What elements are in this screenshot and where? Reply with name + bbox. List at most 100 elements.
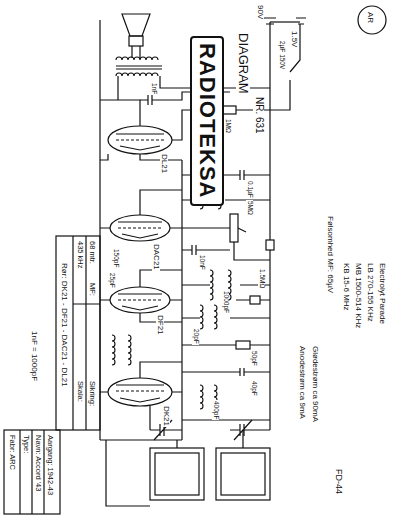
schematic-label: Følsomhed MF: 65µV	[326, 215, 334, 294]
coil-symbol	[214, 305, 217, 329]
wire	[182, 345, 270, 420]
info-box	[56, 236, 100, 430]
wire	[100, 362, 182, 392]
speaker-cone	[122, 14, 150, 36]
wire	[100, 190, 182, 228]
resistor-symbol	[250, 296, 260, 304]
schematic-label: Sikring:	[88, 380, 96, 407]
schematic-label: 1000pF	[222, 290, 229, 314]
schematic-label: Glødestrøm ca 90mA	[311, 345, 319, 423]
tube-grid	[118, 227, 162, 228]
wire	[106, 440, 150, 506]
capacitor-symbol	[240, 345, 270, 376]
coil-symbol	[128, 335, 131, 365]
tube-grid	[116, 139, 164, 140]
schematic-label: 2µF 150V	[278, 40, 285, 70]
wire	[269, 22, 270, 420]
resistor-symbol	[236, 341, 250, 349]
schematic-label: Aargang: 1942-43	[46, 434, 54, 496]
coil-symbol	[116, 73, 158, 76]
schematic-label: 40pF	[250, 380, 257, 397]
tube-grid	[116, 390, 164, 391]
schematic-label: DF21	[156, 314, 164, 336]
frame-antenna	[155, 453, 199, 495]
transformer-core	[116, 66, 162, 69]
schematic-label: Rør: DK21 - DF21 - DAC21 - DL21	[60, 262, 68, 388]
schematic-label: NR. 631	[253, 96, 264, 135]
schematic-label: 435 kHz	[76, 240, 84, 270]
schematic-label: 1.5V	[290, 30, 298, 48]
schematic-label: DIAGRAM	[236, 32, 250, 95]
capacitor-symbol	[182, 245, 230, 255]
tube-dl21	[108, 126, 172, 154]
info-rules	[73, 236, 100, 430]
variable-capacitor	[230, 420, 270, 440]
schematic-label: Anodestrøm ca 9mA	[298, 345, 306, 420]
schematic-label: Type:	[22, 434, 30, 454]
schematic-label: 20pF	[192, 328, 199, 345]
logo-box: RADIOTEKSA	[190, 36, 224, 206]
frame-antenna	[221, 453, 265, 495]
schematic-label: Skala:	[76, 380, 84, 403]
switch-symbol	[270, 24, 300, 110]
frame-antenna	[150, 448, 204, 500]
schematic-label: Fabr: ARC	[8, 434, 16, 471]
schematic-label: 400pF	[212, 400, 219, 420]
wire	[132, 46, 140, 58]
wire	[177, 430, 243, 448]
wiring	[4, 6, 386, 514]
tube-electrodes	[118, 294, 162, 310]
schematic-label: 10nF	[198, 254, 205, 271]
coil-symbol	[116, 57, 158, 60]
schematic-label: 1MΩ	[224, 118, 231, 134]
schematic-label: MF:	[88, 282, 96, 297]
schematic-label: MB 1500-514 KHz	[354, 262, 362, 329]
tube-electrodes	[116, 134, 164, 150]
logo-text: RADIOTEKSA	[196, 43, 218, 198]
wire	[182, 284, 270, 285]
schematic-label: 0.1µF	[246, 180, 253, 199]
schematic-label: 1nF	[150, 82, 157, 95]
wire	[100, 76, 140, 126]
battery-symbol	[264, 18, 306, 24]
stamp-circle	[358, 6, 386, 34]
schematic-label: 90V	[256, 4, 264, 20]
frame-antenna	[216, 448, 270, 500]
wire	[100, 270, 182, 322]
schematic-label: 68 mtr.	[88, 240, 96, 265]
schematic-label: DK21	[162, 405, 170, 427]
schematic-label: 25pF	[108, 272, 115, 289]
schematic-label: KB 15-6 MHz	[342, 262, 350, 312]
resistor-symbol	[266, 240, 274, 250]
schematic-label: 150pF	[112, 248, 119, 268]
schematic-label: 1nF = 1000pF	[30, 330, 38, 382]
schematic-label: Electrolyt Parade	[378, 262, 386, 325]
wire	[234, 242, 270, 260]
speaker-magnet	[129, 36, 143, 46]
coil-symbol	[210, 270, 213, 300]
info-rules	[20, 430, 44, 514]
schematic-label: FD-44	[334, 468, 343, 495]
schematic-label: 1.5MΩ	[258, 268, 265, 289]
schematic-label: Navn: Accord '43	[34, 434, 42, 492]
tube-electrodes	[116, 385, 164, 402]
schematic-label: DL21	[160, 153, 168, 174]
schematic-label: 50pF	[250, 350, 257, 367]
schematic-label: LB 270-155 KHz	[366, 262, 374, 323]
tube-grid	[118, 299, 162, 300]
wiper	[238, 228, 246, 232]
wire	[100, 154, 182, 160]
coil-symbol	[112, 335, 115, 365]
volume-potentiometer	[230, 214, 238, 242]
tube-dk21	[108, 378, 172, 406]
tube-df21	[110, 287, 170, 313]
schematic-label: DAC21	[152, 243, 160, 271]
schematic-label: 5MΩ	[246, 200, 253, 216]
tube-electrodes	[118, 222, 162, 238]
schematic-label: AR	[366, 11, 374, 24]
coil-symbol	[200, 305, 203, 329]
wire	[270, 21, 300, 22]
tube-dac21	[110, 215, 170, 241]
info-box	[4, 430, 60, 514]
